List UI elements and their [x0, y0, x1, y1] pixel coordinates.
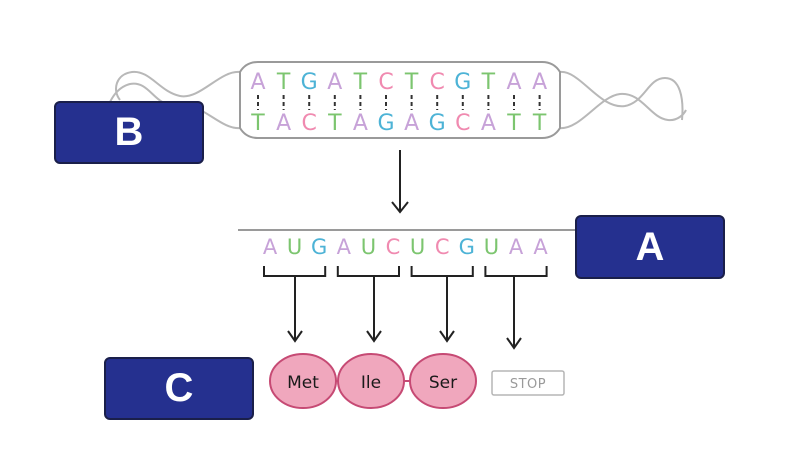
- dna-top-base: T: [276, 70, 291, 95]
- dna-bottom-base: A: [353, 111, 368, 136]
- dna-double-strand-outline: [239, 61, 561, 139]
- amino-acid-chain: Met Ile Ser: [269, 353, 477, 409]
- arrow-head: [506, 337, 522, 350]
- mrna-base: C: [386, 235, 401, 259]
- mrna-base: A: [337, 235, 352, 259]
- dna-top-base: C: [378, 70, 393, 95]
- amino-acid-bead: [269, 353, 337, 409]
- dna-top-base: A: [327, 70, 342, 95]
- dna-top-base: C: [430, 70, 445, 95]
- dna-top-base: T: [481, 70, 496, 95]
- dna-bottom-base: T: [327, 111, 342, 136]
- stop-label: STOP: [510, 377, 546, 392]
- translation-arrows: [287, 276, 522, 350]
- dna-bottom-base: G: [429, 111, 446, 136]
- arrow-head: [439, 330, 455, 343]
- amino-acid-label: Ser: [429, 373, 457, 393]
- mrna-base: U: [361, 235, 376, 259]
- dna-bottom-base: A: [481, 111, 496, 136]
- codon-bracket: [336, 266, 400, 277]
- label-c-box: C: [104, 357, 254, 420]
- label-c-text: C: [164, 366, 194, 410]
- dna-bottom-base: C: [302, 111, 317, 136]
- amino-acid-bead: [337, 353, 405, 409]
- codon-bracket: [410, 266, 474, 277]
- mrna-base: U: [410, 235, 425, 259]
- mrna-base: A: [263, 235, 278, 259]
- dna-top-base: A: [506, 70, 521, 95]
- transcription-arrow: [391, 150, 409, 214]
- label-a-box: A: [575, 215, 725, 279]
- dna-bottom-base: A: [276, 111, 291, 136]
- arrow-head: [287, 330, 303, 343]
- codon-brackets: [263, 266, 548, 277]
- codon-bracket: [484, 266, 548, 277]
- dna-bottom-base: A: [404, 111, 419, 136]
- label-a-text: A: [635, 224, 665, 269]
- mrna-base: A: [533, 235, 548, 259]
- mrna-base: G: [311, 235, 327, 259]
- dna-helix-right-end: [559, 70, 687, 130]
- dna-top-base: G: [301, 70, 318, 95]
- amino-acid-label: Met: [287, 373, 319, 393]
- dna-base-pair-bonds: [257, 95, 541, 110]
- arrow-head: [366, 330, 382, 343]
- dna-bottom-base: T: [250, 111, 265, 136]
- stop-codon-box: STOP: [491, 370, 565, 396]
- mrna-base: A: [509, 235, 524, 259]
- dna-bottom-base: G: [377, 111, 394, 136]
- dna-top-base: T: [404, 70, 419, 95]
- mrna-base: U: [484, 235, 499, 259]
- label-b-box: B: [54, 101, 204, 164]
- mrna-base: U: [287, 235, 302, 259]
- mrna-base: C: [435, 235, 450, 259]
- dna-bottom-base: T: [532, 111, 547, 136]
- dna-top-base: A: [532, 70, 547, 95]
- dna-bottom-base: T: [506, 111, 521, 136]
- amino-acid-label: Ile: [361, 373, 381, 393]
- label-b-text: B: [114, 110, 144, 154]
- mrna-base: G: [459, 235, 475, 259]
- codon-bracket: [263, 266, 327, 277]
- dna-bottom-base: C: [455, 111, 470, 136]
- dna-top-base: G: [454, 70, 471, 95]
- dna-top-base: T: [353, 70, 368, 95]
- dna-top-base: A: [250, 70, 265, 95]
- dna-helix-left-end: [109, 70, 241, 130]
- amino-acid-bead: [409, 353, 477, 409]
